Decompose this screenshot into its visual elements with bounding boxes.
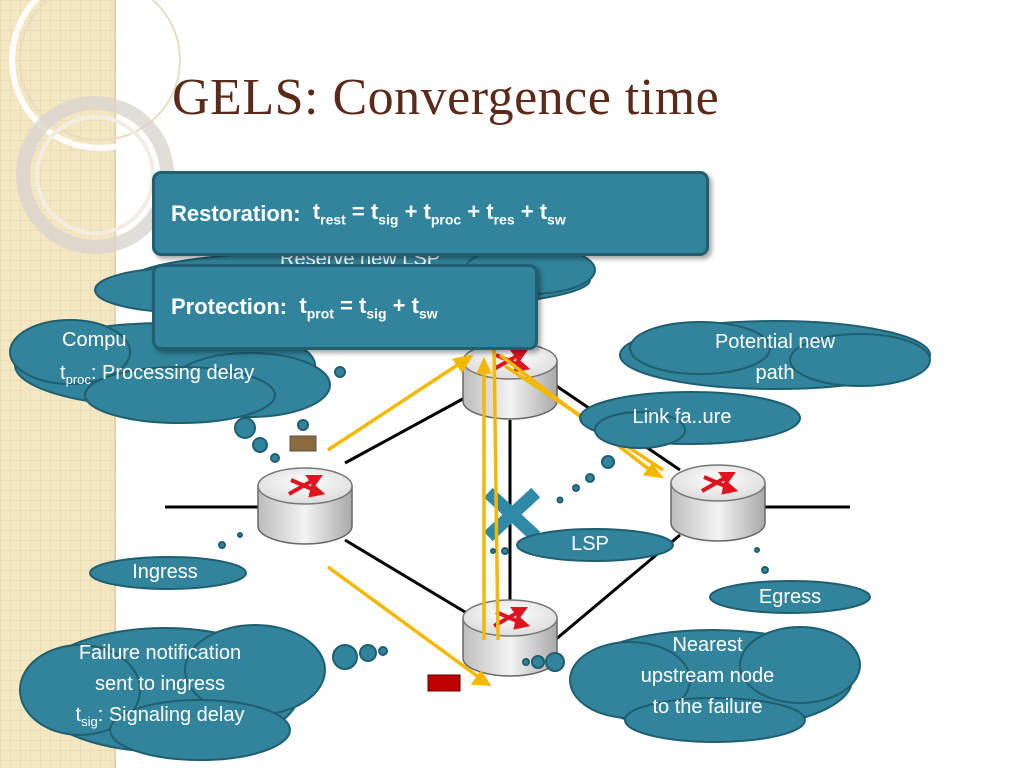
- arrow-head: [642, 463, 665, 479]
- arrow-head: [470, 669, 492, 686]
- restoration-formula-box: Restoration: trest = tsig + tproc + tres…: [152, 171, 709, 256]
- ingress-label: Ingress: [132, 561, 198, 583]
- packet-icon: [289, 435, 317, 452]
- link-ingress-bottom: [344, 538, 471, 617]
- arrow-ingress-to-bottom: [326, 565, 482, 680]
- nearest-line2: upstream node: [640, 665, 775, 687]
- compute-label: Compu: [62, 325, 126, 356]
- slide-title: GELS: Convergence time: [172, 69, 720, 126]
- cloud-potential-path: [619, 320, 931, 390]
- arrow-ingress-to-top: [327, 360, 463, 452]
- cloud-failure-notification: [19, 624, 388, 761]
- signaling-delay-text: Signaling delay: [108, 704, 245, 726]
- arrow-head: [476, 356, 492, 374]
- packet-icon: [427, 674, 461, 692]
- decor-circle: [19, 0, 181, 141]
- signaling-delay-line: tsig: Signaling delay: [75, 704, 245, 729]
- restoration-label: Restoration:: [171, 200, 301, 226]
- potential-path-line2: path: [755, 362, 795, 384]
- cloud-lsp: [490, 528, 674, 562]
- failure-notification-label: Failure notification sent to ingress tsi…: [45, 638, 275, 737]
- cloud-nearest-upstream: [522, 626, 861, 743]
- failure-line2: sent to ingress: [94, 673, 226, 695]
- protection-label: Protection:: [171, 294, 288, 319]
- nearest-line1: Nearest: [672, 634, 743, 656]
- decor-circle: [9, 0, 191, 151]
- router-icon: [257, 467, 353, 545]
- potential-path-label: Potential new path: [680, 327, 870, 389]
- protection-equation: tprot = tsig + tsw: [299, 292, 438, 322]
- nearest-upstream-label: Nearest upstream node to the failure: [615, 630, 800, 723]
- processing-delay-text: Processing delay: [101, 362, 255, 384]
- nearest-line3: to the failure: [652, 696, 763, 718]
- processing-delay-label: tproc: Processing delay: [60, 362, 255, 387]
- router-icon: [462, 342, 558, 420]
- cloud-egress: [709, 547, 871, 614]
- restoration-equation: trest = tsig + tproc + tres + tsw: [312, 199, 566, 228]
- compute-partial-text: Compu: [62, 329, 127, 351]
- router-icon: [462, 599, 558, 677]
- cloud-link-failure: [556, 391, 801, 504]
- protection-formula-box: Protection: tprot = tsig + tsw: [152, 264, 538, 350]
- arrow-head: [452, 354, 474, 374]
- router-icon: [670, 464, 766, 542]
- egress-label: Egress: [758, 586, 822, 608]
- link-ingress-top: [344, 393, 471, 465]
- arrow-bottom-up: [492, 344, 500, 641]
- failure-line1: Failure notification: [78, 642, 242, 664]
- link-failure-label: Link fa..ure: [632, 406, 732, 428]
- potential-path-line1: Potential new: [714, 331, 836, 353]
- sig-subscript: sig: [81, 714, 98, 729]
- cloud-ingress: [89, 532, 247, 590]
- x-mark-icon: [483, 487, 541, 542]
- lsp-label: LSP: [571, 533, 609, 555]
- proc-subscript: proc: [65, 372, 91, 387]
